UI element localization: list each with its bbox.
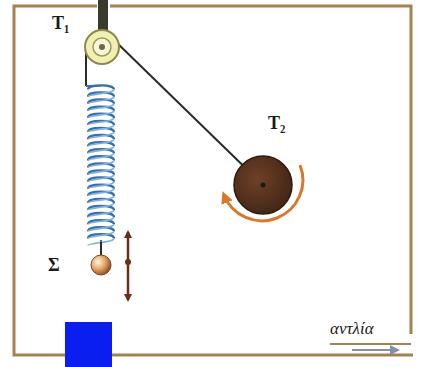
spring-coil-back (88, 231, 114, 238)
ball-label: Σ (48, 256, 60, 274)
spring-coil-back (88, 97, 114, 104)
spring-coil-back (88, 153, 114, 160)
rotation-arrow (224, 165, 303, 221)
spring-hook (100, 242, 102, 256)
spring-coil-back (88, 132, 114, 139)
spring (86, 85, 114, 245)
hanger-rod (98, 0, 108, 34)
spring-coil-back (88, 210, 114, 217)
outlet-arrow (352, 349, 398, 351)
spring-coil-back (88, 196, 114, 203)
spring-coil-back (88, 168, 114, 175)
spring-coil-back (88, 90, 114, 97)
spring-coil-back (88, 125, 114, 132)
spring-coil-back (88, 160, 114, 167)
spring-coil-back (88, 118, 114, 125)
spring-coils (86, 85, 114, 242)
pulley (85, 30, 119, 64)
spring-coil-back (88, 139, 114, 146)
housing (14, 6, 413, 355)
spring-coil-back (88, 203, 114, 210)
spring-coil-back (88, 189, 114, 196)
spring-coil-back (88, 146, 114, 153)
spring-coil-back (88, 182, 114, 189)
oscillation-arrow (125, 232, 131, 300)
spring-coil-back (88, 224, 114, 231)
spring-coil-back (88, 217, 114, 224)
spring-coil-back (88, 175, 114, 182)
spring-coil-back (88, 104, 114, 111)
pump-label: αντλία (330, 320, 374, 337)
wheel-label: T₂ (268, 114, 285, 132)
spring-coil-back (88, 111, 114, 118)
ball (91, 255, 111, 275)
pulley-label: T₁ (52, 14, 69, 32)
wheel-axle (261, 183, 266, 188)
thread (114, 40, 263, 185)
blue-square (65, 322, 112, 367)
wheel (234, 156, 292, 214)
